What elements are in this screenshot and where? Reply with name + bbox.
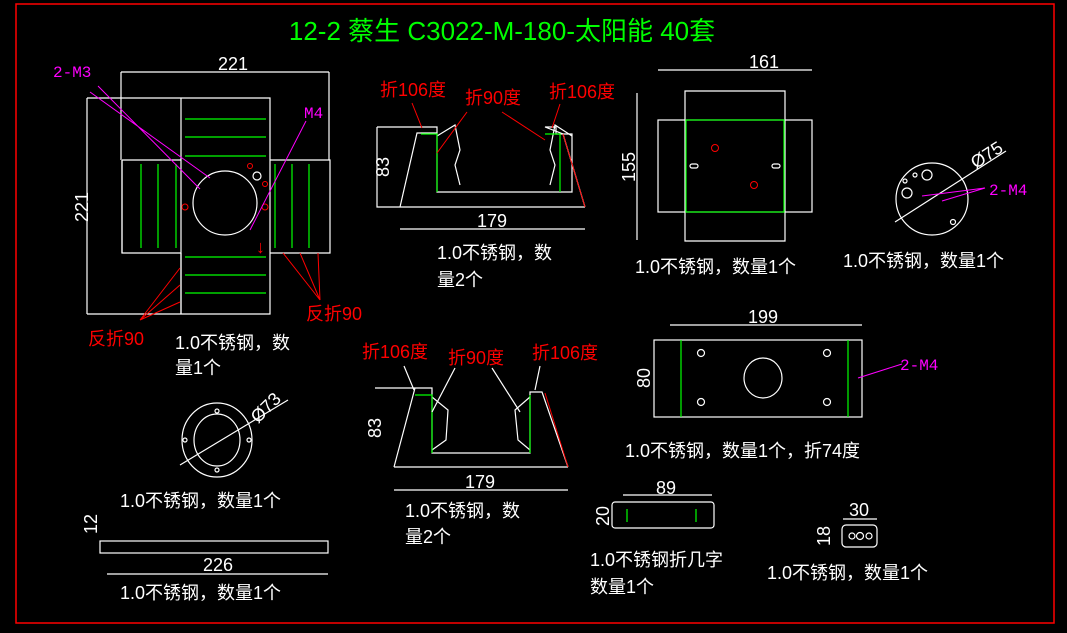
cross-outline bbox=[87, 72, 331, 315]
part-channel-89: 89 20 1.0不锈钢折几字 数量1个 bbox=[590, 478, 723, 597]
dim-height: 18 bbox=[814, 526, 834, 546]
bend-label-90: 折90度 bbox=[465, 88, 521, 108]
hole-label-2m3: 2-M3 bbox=[53, 64, 91, 82]
bend-label-90: 折90度 bbox=[448, 348, 504, 368]
bend-label-106-right: 折106度 bbox=[532, 343, 598, 363]
dim-height: 83 bbox=[373, 157, 393, 177]
part-note: 1.0不锈钢，数量1个 bbox=[635, 257, 796, 277]
part-note: 1.0不锈钢，数量1个 bbox=[843, 251, 1004, 271]
dim-width: 161 bbox=[749, 52, 779, 72]
bend-label-106-left: 折106度 bbox=[380, 80, 446, 100]
hole-label-m4: M4 bbox=[304, 105, 323, 123]
center-hole bbox=[192, 170, 258, 236]
part-cross-plate: 221 221 2-M3 M4 ↓ 反折90 反折90 1.0不锈钢，数 量1个 bbox=[53, 54, 362, 378]
part-bracket-bottom: 折106度 折90度 折106度 179 83 1.0不锈钢，数 量2个 bbox=[362, 342, 598, 547]
part-note-line2: 量2个 bbox=[405, 527, 451, 547]
dim-width: 199 bbox=[748, 307, 778, 327]
drawing-border bbox=[15, 3, 1055, 624]
leader-2m3 bbox=[89, 85, 211, 190]
part-note-line1: 1.0不锈钢，数 bbox=[175, 333, 290, 353]
direction-arrow: ↓ bbox=[256, 237, 265, 257]
part-note-line1: 1.0不锈钢，数 bbox=[437, 243, 552, 263]
dim-width: 179 bbox=[477, 211, 507, 231]
part-plate-199: 199 80 2-M4 1.0不锈钢，数量1个，折74度 bbox=[625, 307, 938, 461]
dim-height: 155 bbox=[619, 152, 639, 182]
dim-width: 221 bbox=[218, 54, 248, 74]
dim-width: 179 bbox=[465, 472, 495, 492]
bend-label-reverse-90-right: 反折90 bbox=[306, 304, 362, 324]
part-square-plate: 161 155 1.0不锈钢，数量1个 bbox=[619, 52, 813, 277]
dim-width: 89 bbox=[656, 478, 676, 498]
dim-height: 12 bbox=[81, 514, 101, 534]
part-note-line2: 数量1个 bbox=[590, 577, 654, 597]
dim-height: 20 bbox=[593, 506, 613, 526]
dim-width: 30 bbox=[849, 500, 869, 520]
part-disc-75: Ø75 2-M4 1.0不锈钢，数量1个 bbox=[843, 137, 1027, 271]
part-ring-73: Ø73 1.0不锈钢，数量1个 bbox=[120, 389, 289, 511]
part-note-line1: 1.0不锈钢折几字 bbox=[590, 550, 723, 570]
dim-width: 226 bbox=[203, 555, 233, 575]
bend-label-106-left: 折106度 bbox=[362, 342, 428, 362]
dim-height: 221 bbox=[72, 192, 92, 222]
bend-label-reverse-90-left: 反折90 bbox=[88, 329, 144, 349]
part-note-line2: 量2个 bbox=[437, 270, 483, 290]
dim-height: 80 bbox=[634, 368, 654, 388]
part-note-line2: 量1个 bbox=[175, 358, 221, 378]
part-note: 1.0不锈钢，数量1个 bbox=[120, 583, 281, 603]
part-note-line1: 1.0不锈钢，数 bbox=[405, 501, 520, 521]
part-note: 1.0不锈钢，数量1个 bbox=[120, 491, 281, 511]
leader-m4 bbox=[249, 120, 307, 231]
hole-label-2m4: 2-M4 bbox=[989, 182, 1027, 200]
part-note: 1.0不锈钢，数量1个，折74度 bbox=[625, 441, 860, 461]
part-strip-226: 12 226 1.0不锈钢，数量1个 bbox=[81, 514, 329, 603]
part-tab-30: 30 18 1.0不锈钢，数量1个 bbox=[767, 500, 928, 583]
part-note: 1.0不锈钢，数量1个 bbox=[767, 563, 928, 583]
part-bracket-top: 折106度 折90度 折106度 179 83 1.0不锈钢，数 量2个 bbox=[373, 80, 615, 290]
drawing-title: 12-2 蔡生 C3022-M-180-太阳能 40套 bbox=[289, 16, 715, 46]
bend-label-106-right: 折106度 bbox=[549, 82, 615, 102]
dim-diameter: Ø75 bbox=[967, 137, 1006, 172]
hole-label-2m4: 2-M4 bbox=[900, 357, 938, 375]
bend-lines bbox=[140, 118, 310, 294]
dim-height: 83 bbox=[365, 418, 385, 438]
